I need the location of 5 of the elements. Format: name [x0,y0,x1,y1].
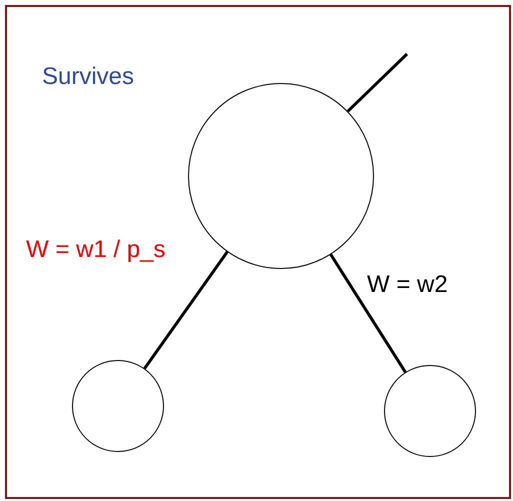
frame-box [5,5,511,499]
connector-line [143,251,228,370]
connector-line [346,52,408,112]
heading-text: Survives [42,63,134,91]
connector-line [330,254,407,373]
